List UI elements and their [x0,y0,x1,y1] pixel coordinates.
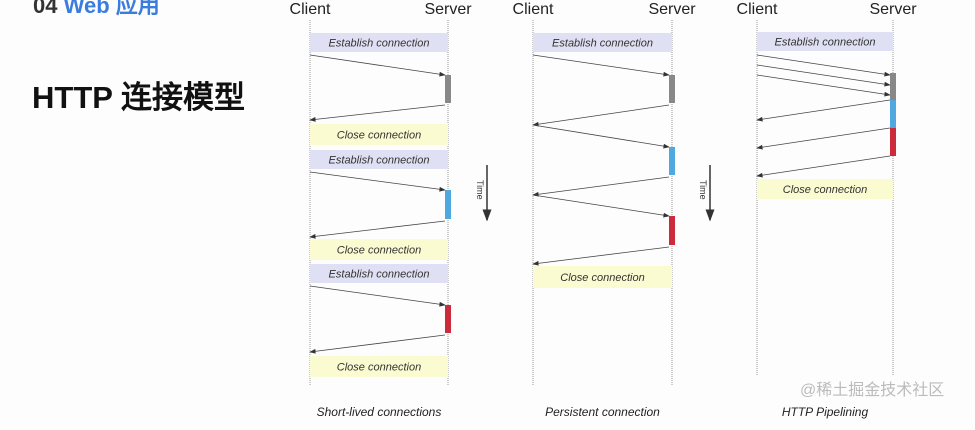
server-processing-bar [890,128,896,156]
message-arrow [756,64,891,87]
message-arrow [756,127,891,150]
time-label: Time [698,180,708,200]
server-label: Server [648,1,696,18]
close-connection-box [310,239,448,260]
time-label: Time [475,180,485,200]
section-name: Web 应用 [63,0,160,18]
establish-label: Establish connection [775,37,876,49]
close-connection-box [310,124,448,145]
message-arrow [309,334,446,354]
watermark: @稀土掘金技术社区 [800,382,945,399]
message-arrow [309,220,446,239]
diagram-caption: HTTP Pipelining [782,405,869,419]
establish-label: Establish connection [329,155,430,167]
message-arrow [756,99,891,122]
establish-connection-box [757,32,893,51]
establish-label: Establish connection [329,269,430,281]
server-label: Server [869,1,917,18]
establish-label: Establish connection [329,38,430,50]
page-title: HTTP 连接模型 [32,80,245,115]
message-arrow [756,54,891,77]
establish-connection-box [310,33,448,52]
establish-connection-box [533,33,672,52]
establish-connection-box [310,264,448,283]
server-processing-bar [669,147,675,175]
close-label: Close connection [783,184,867,196]
close-connection-box [533,266,672,288]
message-arrow [532,124,670,149]
close-label: Close connection [337,245,421,257]
message-arrow [309,171,446,192]
section-number: 04 [33,0,58,18]
server-processing-bar [669,216,675,245]
close-label: Close connection [337,130,421,142]
client-label: Client [737,1,778,18]
establish-label: Establish connection [552,38,653,50]
message-arrow [756,74,891,97]
server-processing-bar [669,75,675,103]
server-processing-bar [445,190,451,219]
message-arrow [532,104,670,127]
server-processing-bar [890,100,896,128]
close-label: Close connection [560,272,644,284]
message-arrow [309,104,446,122]
server-label: Server [424,1,472,18]
message-arrow [532,54,670,77]
message-arrow [309,285,446,307]
message-arrow [532,176,670,197]
client-label: Client [513,1,554,18]
server-processing-bar [890,73,896,100]
message-arrow [532,194,670,218]
close-connection-box [310,356,448,377]
diagram-caption: Short-lived connections [317,405,442,419]
message-arrow [532,246,670,266]
diagram-caption: Persistent connection [545,405,660,419]
section-header: 04 Web 应用 [33,0,160,20]
close-connection-box [757,179,893,199]
establish-connection-box [310,150,448,169]
client-label: Client [290,1,331,18]
message-arrow [756,155,891,178]
server-processing-bar [445,75,451,103]
server-processing-bar [445,305,451,333]
close-label: Close connection [337,362,421,374]
message-arrow [309,54,446,77]
